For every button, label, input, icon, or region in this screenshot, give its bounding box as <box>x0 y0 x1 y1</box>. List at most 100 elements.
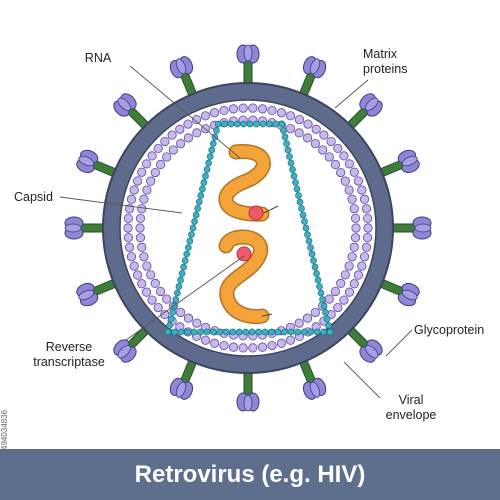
capsid-bead <box>289 166 296 173</box>
capsid-bead <box>308 250 316 258</box>
matrix-protein-bead <box>150 168 160 178</box>
capsid-bead <box>304 231 311 238</box>
stock-id: 494034836 <box>0 409 9 450</box>
reverse-transcriptase-1 <box>248 205 264 221</box>
capsid-bead <box>265 120 273 128</box>
matrix-protein-bead <box>142 185 152 195</box>
matrix-protein-bead <box>238 103 248 113</box>
matrix-protein-bead <box>228 342 239 352</box>
matrix-protein-bead <box>156 159 166 170</box>
glycoprotein-spike <box>169 358 198 400</box>
capsid-bead <box>292 179 299 186</box>
capsid-bead <box>210 328 217 336</box>
matrix-protein-bead <box>303 119 313 129</box>
capsid-bead <box>229 328 237 336</box>
matrix-protein-bead <box>123 233 133 243</box>
matrix-protein-bead <box>126 194 137 204</box>
matrix-protein-bead <box>248 103 258 113</box>
matrix-protein-bead <box>351 223 361 233</box>
matrix-protein-bead <box>160 136 170 147</box>
matrix-protein-bead <box>139 252 149 262</box>
matrix-protein-bead <box>349 279 359 289</box>
matrix-protein-bead <box>340 176 350 186</box>
leader-matrix <box>334 79 369 109</box>
matrix-protein-bead <box>238 343 248 353</box>
capsid-bead <box>325 322 332 329</box>
glycoprotein-spikes <box>64 44 432 412</box>
capsid-bead <box>184 244 192 251</box>
matrix-protein-bead <box>200 111 211 121</box>
matrix-protein-bead <box>285 124 296 134</box>
leader-viral-envelope <box>343 361 381 399</box>
capsid-bead <box>294 328 301 336</box>
matrix-protein-bead <box>333 143 343 154</box>
matrix-protein-bead <box>344 159 355 169</box>
matrix-protein-bead <box>146 176 156 186</box>
capsid-bead <box>322 309 329 316</box>
capsid-bead <box>199 185 206 193</box>
capsid <box>164 120 334 336</box>
capsid-bead <box>177 276 184 284</box>
matrix-protein-bead <box>324 294 334 304</box>
capsid-bead <box>268 328 276 336</box>
capsid-bead <box>255 328 263 336</box>
capsid-bead <box>293 185 301 193</box>
matrix-protein-bead <box>267 105 277 116</box>
capsid-bead <box>200 179 208 186</box>
matrix-protein-bead <box>349 242 359 252</box>
matrix-protein-bead <box>162 152 172 162</box>
matrix-protein-bead <box>162 294 172 304</box>
matrix-protein-bead <box>137 242 147 252</box>
capsid-bead <box>283 140 290 147</box>
matrix-protein-bead <box>200 335 211 345</box>
capsid-bead <box>164 328 172 336</box>
glycoprotein-spike <box>346 93 383 130</box>
capsid-bead <box>192 211 200 219</box>
capsid-bead <box>272 120 279 128</box>
capsid-bead <box>316 283 323 290</box>
matrix-protein-bead <box>192 128 202 138</box>
retrovirus-diagram <box>59 44 432 412</box>
capsid-bead <box>206 153 214 160</box>
capsid-bead <box>183 250 191 258</box>
capsid-bead <box>295 192 302 199</box>
matrix-protein-bead <box>175 124 185 134</box>
matrix-protein-bead <box>228 104 239 114</box>
label-viral-envelope: Viral envelope <box>385 393 437 422</box>
matrix-protein-bead <box>168 145 178 155</box>
capsid-bead <box>188 231 195 238</box>
leader-capsid <box>59 196 183 214</box>
capsid-bead <box>300 328 308 336</box>
leader-glycoprotein <box>385 329 413 357</box>
matrix-protein-bead <box>219 105 229 116</box>
capsid-bead <box>284 146 292 154</box>
capsid-bead <box>320 302 328 310</box>
glycoprotein-spike <box>169 56 198 98</box>
capsid-bead <box>167 315 175 323</box>
capsid-bead <box>216 328 224 336</box>
label-glycoprotein: Glycoprotein <box>414 323 485 337</box>
glycoprotein-spike <box>236 371 260 412</box>
capsid-bead <box>235 328 243 336</box>
capsid-bead <box>259 120 267 128</box>
matrix-protein-bead <box>183 119 193 129</box>
matrix-protein-bead <box>340 270 350 280</box>
capsid-bead <box>253 120 260 128</box>
capsid-bead <box>191 218 198 225</box>
matrix-protein-bead <box>350 233 361 243</box>
matrix-protein-bead <box>353 270 363 280</box>
capsid-bead <box>203 328 211 336</box>
capsid-bead <box>209 140 217 147</box>
capsid-bead <box>174 289 181 297</box>
matrix-protein-bead <box>285 111 296 121</box>
matrix-protein-bead <box>153 302 163 313</box>
capsid-bead <box>242 328 250 336</box>
matrix-protein-bead <box>133 270 143 280</box>
matrix-protein-bead <box>183 133 194 143</box>
matrix-protein-bead <box>339 151 349 161</box>
matrix-protein-bead <box>150 278 160 288</box>
glycoprotein-spike <box>76 149 118 178</box>
capsid-bead <box>166 322 173 329</box>
matrix-protein-bead <box>285 335 296 345</box>
capsid-bead <box>169 309 177 316</box>
